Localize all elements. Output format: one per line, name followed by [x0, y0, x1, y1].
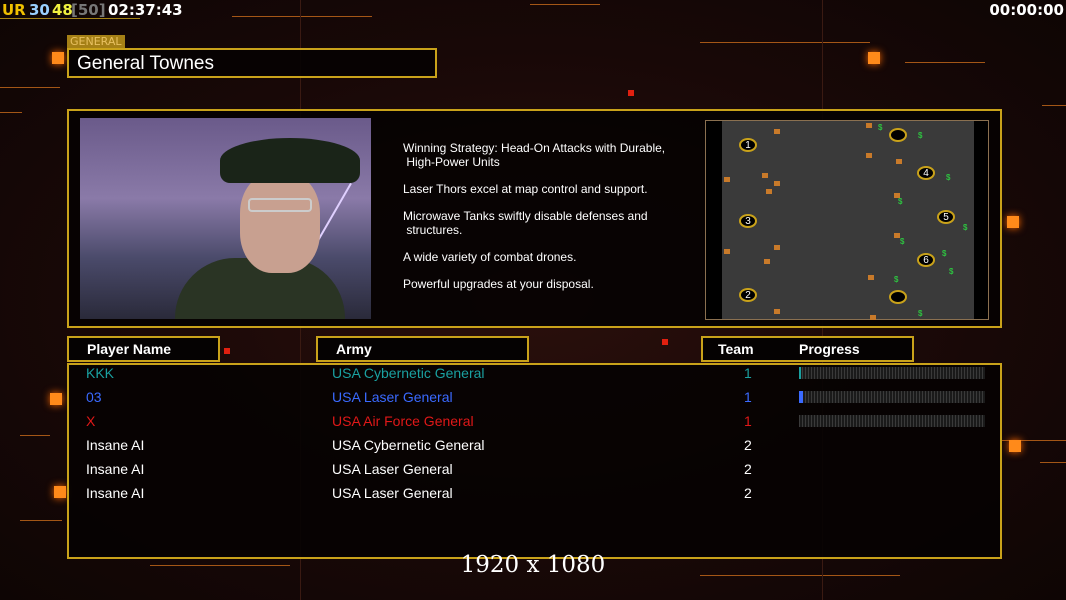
- supply-icon: $: [946, 173, 951, 182]
- general-portrait: [80, 118, 371, 319]
- structure-icon: [866, 123, 872, 128]
- supply-icon: $: [878, 123, 883, 132]
- supply-icon: $: [900, 237, 905, 246]
- description-line: Laser Thors excel at map control and sup…: [403, 182, 648, 196]
- supply-icon: $: [963, 223, 968, 232]
- start-position-5[interactable]: 5: [937, 210, 955, 224]
- general-description: Winning Strategy: Head-On Attacks with D…: [403, 141, 693, 304]
- progress-fill: [799, 367, 801, 379]
- supply-icon: $: [898, 197, 903, 206]
- player-name: Insane AI: [86, 437, 145, 453]
- table-row[interactable]: KKK USA Cybernetic General 1: [86, 363, 986, 383]
- progress-bar: [799, 391, 985, 403]
- table-row[interactable]: Insane AI USA Cybernetic General 2: [86, 435, 986, 455]
- structure-icon: [896, 159, 902, 164]
- header-team-progress: Team Progress: [701, 336, 914, 362]
- structure-icon: [724, 249, 730, 254]
- map-preview[interactable]: 1 2 3 4 5 6 $ $ $ $ $ $ $ $ $ $: [705, 120, 989, 320]
- table-row[interactable]: 03 USA Laser General 1: [86, 387, 986, 407]
- supply-icon: $: [949, 267, 954, 276]
- start-position-3[interactable]: 3: [739, 214, 757, 228]
- structure-icon: [774, 309, 780, 314]
- table-row[interactable]: X USA Air Force General 1: [86, 411, 986, 431]
- table-row[interactable]: Insane AI USA Laser General 2: [86, 483, 986, 503]
- start-position-4[interactable]: 4: [917, 166, 935, 180]
- army-name: USA Cybernetic General: [332, 365, 485, 381]
- team-number: 2: [744, 461, 752, 477]
- structure-icon: [894, 233, 900, 238]
- structure-icon: [774, 245, 780, 250]
- hud-value-1: 30: [29, 1, 50, 19]
- start-position-2[interactable]: 2: [739, 288, 757, 302]
- structure-icon: [762, 173, 768, 178]
- player-name: X: [86, 413, 96, 429]
- structure-icon: [894, 193, 900, 198]
- general-name: General Townes: [67, 48, 437, 78]
- progress-fill: [799, 391, 803, 403]
- army-name: USA Cybernetic General: [332, 437, 485, 453]
- start-position-6[interactable]: 6: [917, 253, 935, 267]
- player-name: Insane AI: [86, 485, 145, 501]
- header-progress[interactable]: Progress: [799, 341, 860, 357]
- hud-value-3: [50]: [71, 1, 106, 19]
- general-tag: GENERAL: [67, 35, 125, 48]
- start-position-empty[interactable]: [889, 128, 907, 142]
- hud-ur: UR: [2, 1, 26, 19]
- supply-icon: $: [918, 309, 923, 318]
- army-name: USA Air Force General: [332, 413, 474, 429]
- team-number: 1: [744, 413, 752, 429]
- player-name: 03: [86, 389, 102, 405]
- structure-icon: [868, 275, 874, 280]
- description-line: A wide variety of combat drones.: [403, 250, 577, 264]
- structure-icon: [766, 189, 772, 194]
- hud-value-2: 48: [52, 1, 73, 19]
- structure-icon: [866, 153, 872, 158]
- supply-icon: $: [942, 249, 947, 258]
- team-number: 1: [744, 365, 752, 381]
- hud-clock: 02:37:43: [108, 1, 183, 19]
- army-name: USA Laser General: [332, 485, 453, 501]
- start-position-1[interactable]: 1: [739, 138, 757, 152]
- map-terrain: [722, 121, 974, 319]
- team-number: 2: [744, 485, 752, 501]
- army-name: USA Laser General: [332, 389, 453, 405]
- supply-icon: $: [918, 131, 923, 140]
- table-row[interactable]: Insane AI USA Laser General 2: [86, 459, 986, 479]
- structure-icon: [870, 315, 876, 320]
- structure-icon: [774, 129, 780, 134]
- start-position-empty[interactable]: [889, 290, 907, 304]
- header-team[interactable]: Team: [718, 341, 754, 357]
- game-timer: 00:00:00: [989, 1, 1064, 19]
- description-line: Powerful upgrades at your disposal.: [403, 277, 594, 291]
- description-line: Winning Strategy: Head-On Attacks with D…: [403, 141, 666, 169]
- progress-bar: [799, 415, 985, 427]
- team-number: 1: [744, 389, 752, 405]
- player-name: Insane AI: [86, 461, 145, 477]
- structure-icon: [724, 177, 730, 182]
- supply-icon: $: [894, 275, 899, 284]
- structure-icon: [764, 259, 770, 264]
- player-name: KKK: [86, 365, 115, 381]
- army-name: USA Laser General: [332, 461, 453, 477]
- resolution-label: 1920 x 1080: [460, 552, 606, 578]
- progress-bar: [799, 367, 985, 379]
- header-army[interactable]: Army: [316, 336, 529, 362]
- team-number: 2: [744, 437, 752, 453]
- header-player-name[interactable]: Player Name: [67, 336, 220, 362]
- structure-icon: [774, 181, 780, 186]
- description-line: Microwave Tanks swiftly disable defenses…: [403, 209, 648, 237]
